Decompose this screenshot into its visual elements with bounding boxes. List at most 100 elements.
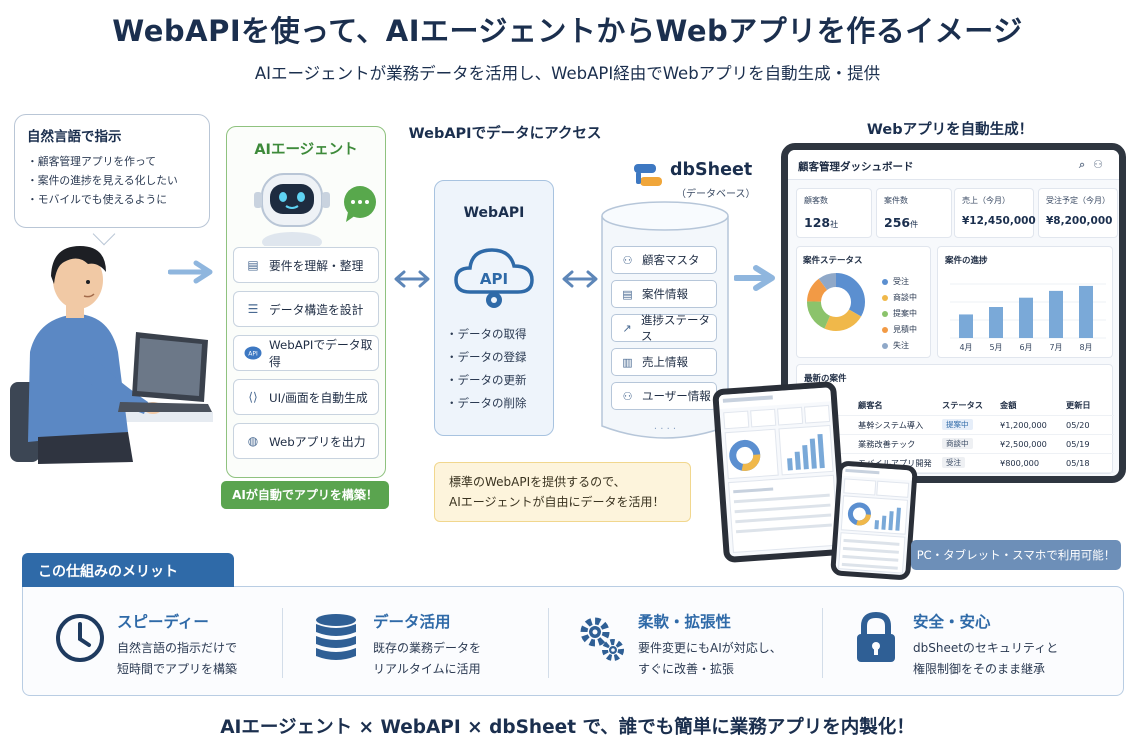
arrow-right-icon bbox=[734, 265, 775, 291]
api-op: ・データの取得 bbox=[446, 327, 527, 341]
legend-item: 受注 bbox=[882, 276, 909, 287]
merit-speed: スピーディー 自然言語の指示だけで短時間でアプリを構築 bbox=[52, 598, 272, 684]
agent-step-output: ◍Webアプリを出力 bbox=[233, 423, 379, 459]
search-icon[interactable]: ⌕ bbox=[1078, 158, 1094, 171]
api-cloud-label: API bbox=[479, 270, 509, 288]
bar-chart-icon: ▥ bbox=[622, 355, 633, 369]
phone-screen-illustration bbox=[838, 465, 913, 574]
table-cell: 05/20 bbox=[1062, 415, 1114, 435]
merit-desc: 要件変更にもAIが対応し、 bbox=[638, 641, 782, 655]
table-cell: ¥2,500,000 bbox=[996, 434, 1062, 454]
db-item-users: ⚇ユーザー情報 bbox=[611, 382, 717, 410]
status-title: 案件ステータス bbox=[803, 256, 863, 266]
legend-swatch bbox=[882, 326, 888, 333]
api-ops-list: ・データの取得 ・データの登録 ・データの更新 ・データの削除 bbox=[446, 323, 556, 415]
merit-security: 安全・安心 dbSheetのセキュリティと権限制御をそのまま継承 bbox=[848, 598, 1098, 684]
kpi-value: ¥8,200,000 bbox=[1046, 215, 1113, 227]
kpi-value: 256 bbox=[884, 215, 911, 230]
table-cell: 業務改善テック bbox=[854, 434, 938, 454]
legend-label: 提案中 bbox=[893, 309, 917, 318]
merits-tab: この仕組みのメリット bbox=[22, 553, 234, 587]
merit-divider bbox=[548, 608, 549, 678]
table-header: 金額 bbox=[996, 396, 1062, 416]
agent-step-understand: ▤要件を理解・整理 bbox=[233, 247, 379, 283]
dashboard-title: 顧客管理ダッシュボード bbox=[798, 161, 914, 173]
table-cell: 基幹システム導入 bbox=[854, 415, 938, 435]
bubble-item: ・モバイルでも使えるように bbox=[27, 193, 168, 206]
ai-agent-title: AIエージェント bbox=[254, 142, 358, 158]
user-icon[interactable]: ⚇ bbox=[1093, 158, 1111, 171]
db-item-label: 進捗ステータス bbox=[640, 313, 710, 343]
arrow-right-icon bbox=[168, 260, 213, 284]
merit-title: スピーディー bbox=[117, 613, 209, 631]
table-header-row: 案件名 顧客名 ステータス 金額 更新日 bbox=[802, 396, 1114, 416]
legend-item: 商談中 bbox=[882, 292, 917, 303]
progress-month-label: 8月 bbox=[1079, 343, 1092, 352]
bubble-list: ・顧客管理アプリを作って ・案件の進捗を見える化したい ・モバイルでも使えるよう… bbox=[27, 152, 197, 209]
api-op: ・データの登録 bbox=[446, 350, 527, 364]
bubble-item: ・顧客管理アプリを作って bbox=[27, 155, 157, 168]
list-icon: ▤ bbox=[622, 287, 633, 301]
merit-flexibility: 柔軟・拡張性 要件変更にもAIが対応し、すぐに改善・拡張 bbox=[573, 598, 813, 684]
agent-step-label: WebAPIでデータ取得 bbox=[269, 338, 373, 369]
svg-text:API: API bbox=[248, 351, 258, 358]
table-header: 顧客名 bbox=[854, 396, 938, 416]
table-cell: 05/18 bbox=[1062, 453, 1114, 473]
api-cloud-icon bbox=[454, 248, 534, 308]
kpi-card: 売上（今月）¥12,450,000 bbox=[954, 188, 1036, 238]
kpi-unit: 社 bbox=[830, 220, 839, 229]
merit-desc: リアルタイムに活用 bbox=[373, 662, 481, 676]
legend-label: 失注 bbox=[893, 341, 909, 350]
merit-title: データ活用 bbox=[373, 613, 451, 631]
legend-swatch bbox=[882, 278, 888, 285]
agent-step-label: 要件を理解・整理 bbox=[269, 258, 364, 273]
generate-title: Webアプリを自動生成！ bbox=[866, 122, 1034, 138]
progress-bar bbox=[1019, 297, 1033, 338]
merit-title: 柔軟・拡張性 bbox=[638, 613, 732, 631]
merit-divider bbox=[282, 608, 283, 678]
legend-item: 見積中 bbox=[882, 324, 917, 335]
table-row[interactable]: 基幹システム導入 提案中 ¥1,200,000 05/20 bbox=[802, 415, 1114, 435]
legend-swatch bbox=[882, 310, 888, 317]
dbsheet-subtitle: （データベース） bbox=[676, 189, 756, 200]
table-cell: 05/19 bbox=[1062, 434, 1114, 454]
kpi-card: 受注予定（今月）¥8,200,000 bbox=[1038, 188, 1118, 238]
person-at-laptop-illustration bbox=[10, 246, 213, 464]
deals-table: 案件名 顧客名 ステータス 金額 更新日 基幹システム導入 提案中 ¥1,200… bbox=[802, 396, 1114, 473]
agent-step-label: Webアプリを出力 bbox=[269, 434, 366, 449]
api-note: 標準のWebAPIを提供するので、 AIエージェントが自由にデータを活用！ bbox=[434, 462, 691, 522]
kpi-card: 案件数 256件 bbox=[876, 188, 952, 238]
db-item-label: 顧客マスタ bbox=[642, 253, 700, 267]
merit-desc: 権限制御をそのまま継承 bbox=[913, 662, 1046, 676]
database-icon bbox=[308, 610, 364, 666]
merits-box bbox=[22, 586, 1124, 696]
merit-title: 安全・安心 bbox=[913, 613, 991, 631]
progress-title: 案件の進捗 bbox=[945, 256, 988, 266]
svg-text:· · · ·: · · · · bbox=[654, 424, 676, 435]
progress-month-label: 6月 bbox=[1019, 343, 1032, 352]
table-cell: ¥1,200,000 bbox=[996, 415, 1062, 435]
table-row[interactable]: 業務改善テック 商談中 ¥2,500,000 05/19 bbox=[802, 434, 1114, 454]
agent-badge: AIが自動でアプリを構築！ bbox=[221, 481, 389, 509]
merit-desc: すぐに改善・拡張 bbox=[638, 662, 735, 676]
merit-desc: dbSheetのセキュリティと bbox=[913, 641, 1059, 655]
agent-step-design: ☰データ構造を設計 bbox=[233, 291, 379, 327]
api-op: ・データの更新 bbox=[446, 373, 527, 387]
bubble-heading: 自然言語で指示 bbox=[27, 129, 122, 145]
clock-icon bbox=[52, 610, 108, 666]
db-item-deals: ▤案件情報 bbox=[611, 280, 717, 308]
bubble-item: ・案件の進捗を見える化したい bbox=[27, 174, 178, 187]
api-icon: API bbox=[244, 344, 262, 362]
legend-label: 商談中 bbox=[893, 293, 917, 302]
legend-label: 見積中 bbox=[893, 325, 917, 334]
status-donut-chart bbox=[807, 273, 865, 331]
db-item-sales: ▥売上情報 bbox=[611, 348, 717, 376]
latest-deals-title: 最新の案件 bbox=[804, 374, 847, 384]
footer-tagline: AIエージェント × WebAPI × dbSheet で、誰でも簡単に業務アプ… bbox=[220, 717, 915, 738]
kpi-unit: 件 bbox=[910, 220, 919, 229]
progress-month-label: 5月 bbox=[989, 343, 1002, 352]
dbsheet-logo-icon bbox=[634, 164, 662, 186]
legend-swatch bbox=[882, 294, 888, 301]
kpi-label: 案件数 bbox=[884, 196, 908, 205]
